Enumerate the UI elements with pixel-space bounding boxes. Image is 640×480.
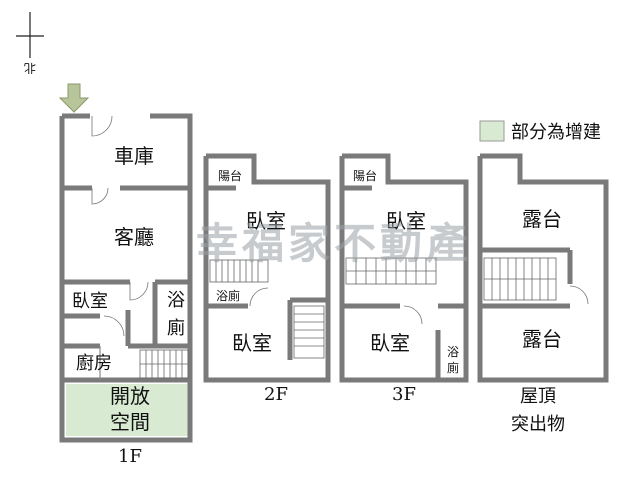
f2-stairs [209, 259, 325, 359]
f3-caption: 3F [392, 384, 416, 405]
roof-caption-line2: 突出物 [511, 414, 565, 435]
f3-bedroom-bottom-label: 臥室 [370, 331, 410, 355]
open-space-addition [66, 384, 188, 436]
floor-1f: 車庫 客廳 臥室 浴 廁 廚房 開放 空間 1F [59, 113, 193, 467]
f2-caption: 2F [264, 384, 288, 405]
f1-open-label-2: 空間 [110, 410, 150, 434]
legend-label: 部分為增建 [511, 122, 601, 143]
f3-bath-label-1: 浴 [447, 345, 459, 359]
floor-3f: 陽台 臥室 臥室 浴 廁 3F [339, 153, 469, 405]
legend: 部分為增建 [479, 120, 601, 143]
roof-caption-line1: 屋頂 [520, 386, 556, 407]
watermark: 幸福家不動產 [196, 219, 472, 268]
f2-outer-wall [203, 153, 331, 383]
f1-stairs [139, 349, 189, 379]
roof-terrace-top-label: 露台 [522, 207, 562, 231]
f1-living-label: 客廳 [114, 225, 154, 249]
f1-bath-label-1: 浴 [167, 290, 185, 311]
f3-bath-label-2: 廁 [447, 360, 459, 375]
roof-stairs [483, 257, 557, 301]
f1-kitchen-label: 廚房 [76, 352, 112, 374]
f1-bath-label-2: 廁 [167, 317, 185, 339]
north-label: 北 [24, 61, 36, 75]
f1-garage-label: 車庫 [114, 144, 154, 168]
f3-outer-wall [339, 153, 469, 383]
legend-swatch [479, 120, 505, 142]
f1-entry-door [91, 115, 113, 137]
f2-bath-label: 浴廁 [216, 288, 240, 303]
f2-bedroom-bottom-label: 臥室 [232, 331, 272, 355]
f1-open-label-1: 開放 [110, 384, 150, 408]
roof-outer-wall [477, 153, 609, 383]
floor-2f: 陽台 臥室 浴廁 臥室 2F [203, 153, 331, 405]
floor-roof: 露台 露台 屋頂 突出物 [477, 153, 609, 435]
roof-terrace-bottom-label: 露台 [522, 327, 562, 351]
f3-balcony-label: 陽台 [353, 168, 377, 183]
f2-bedroom-top-label: 臥室 [246, 209, 286, 233]
f1-bedroom-label: 臥室 [72, 291, 108, 312]
f3-bedroom-top-label: 臥室 [386, 209, 426, 233]
f3-stairs [345, 257, 437, 285]
north-indicator: 北 [16, 12, 44, 75]
f2-balcony-label: 陽台 [218, 168, 242, 183]
entry-arrow-icon [58, 83, 90, 113]
f1-outer-wall [59, 113, 193, 443]
f1-caption: 1F [118, 446, 142, 467]
